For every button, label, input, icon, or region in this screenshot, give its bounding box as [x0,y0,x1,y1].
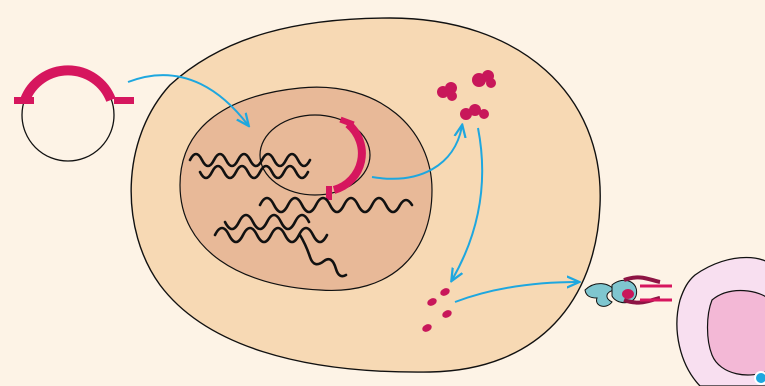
t-cell-icon [677,258,765,386]
mhc-receptor-icon [585,277,672,306]
plasmid-icon [14,69,134,161]
